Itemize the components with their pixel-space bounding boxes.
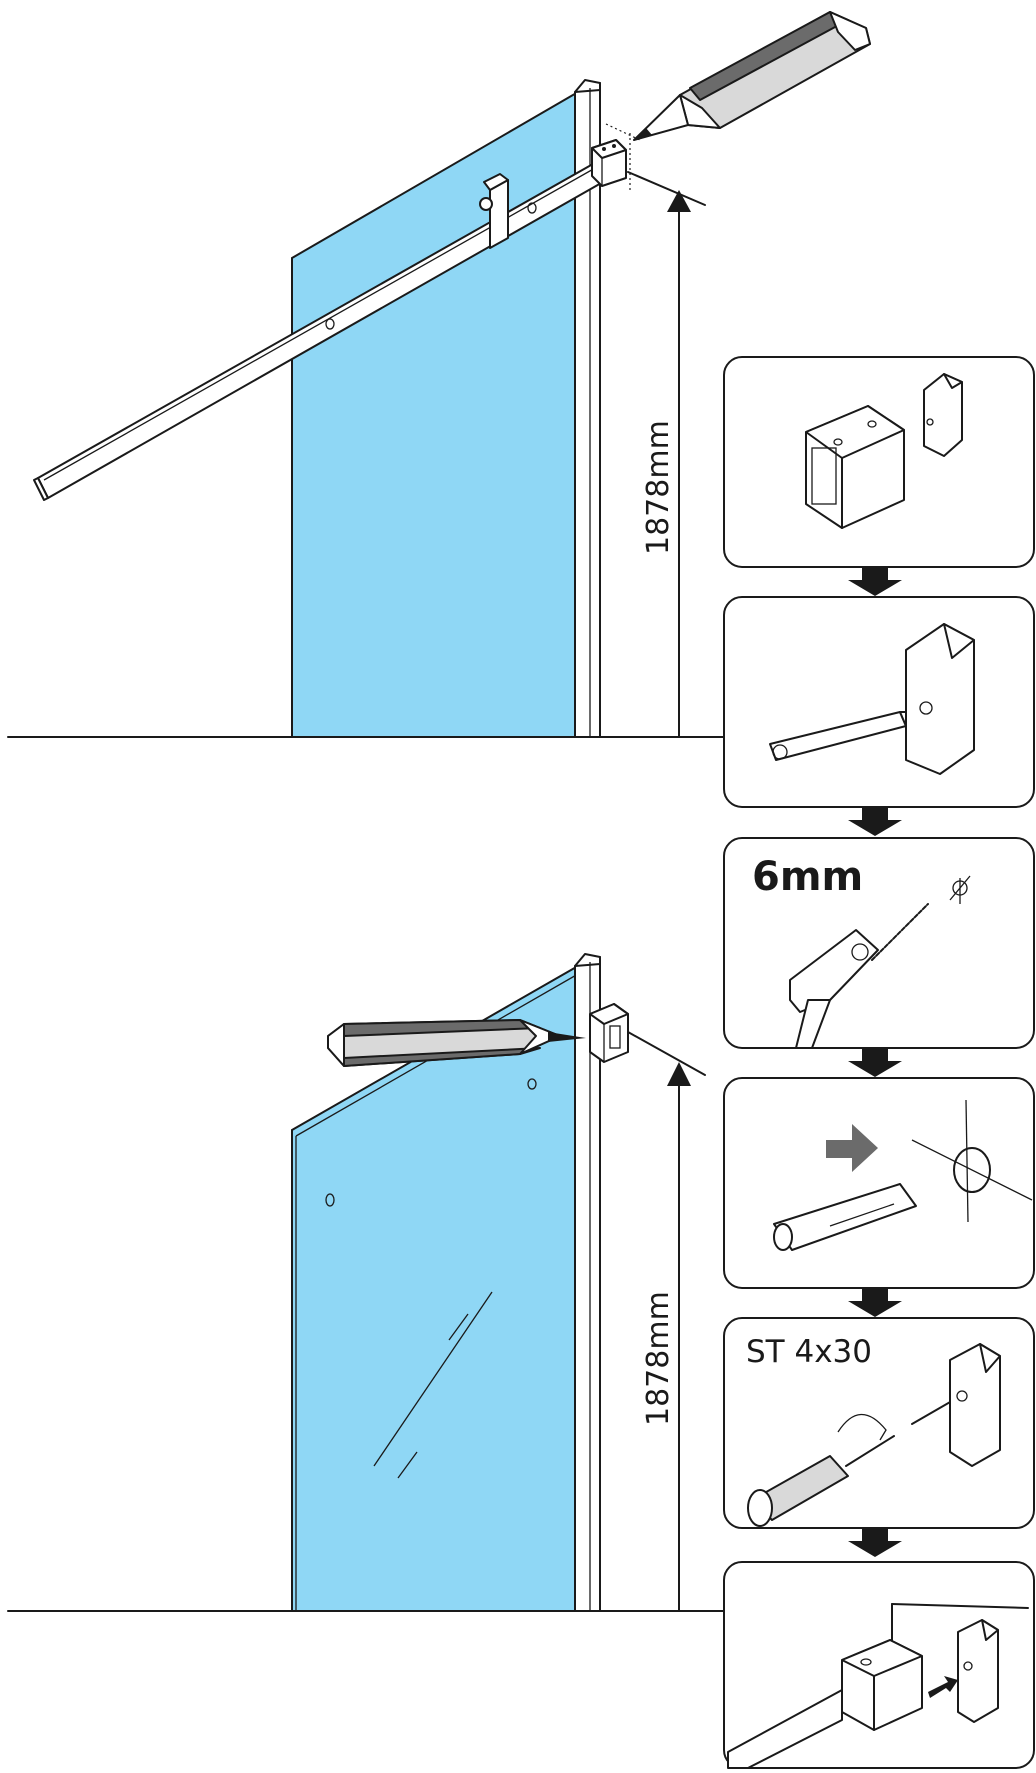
wall-clip-icon	[957, 1619, 999, 1723]
bottom-scene: 1878mm	[7, 953, 726, 1612]
step-4-plug	[723, 1077, 1035, 1317]
bar-hole	[527, 202, 537, 214]
glass-panel	[291, 86, 586, 738]
arrow-down-icon	[848, 808, 902, 836]
wall-clip-icon	[905, 623, 975, 775]
pencil-icon	[633, 11, 871, 141]
wall-profile	[574, 953, 601, 1612]
height-label-top: 1878mm	[641, 420, 676, 555]
arrow-down-icon	[848, 568, 902, 596]
insert-arrow-icon	[826, 1124, 878, 1172]
drill-hole-icon	[911, 1099, 1033, 1223]
wall-bracket	[591, 139, 627, 187]
drill-size-label: 6mm	[752, 854, 863, 900]
glass-clamp	[479, 173, 509, 249]
bracket-icon	[805, 405, 905, 529]
bar-end	[727, 1689, 843, 1769]
screw-size-label: ST 4x30	[746, 1334, 872, 1370]
wall-clip-icon	[923, 373, 963, 457]
mark-dotted-lines	[605, 123, 641, 190]
wall-plug-icon	[773, 1183, 917, 1251]
height-dimension-top: 1878mm	[627, 171, 706, 738]
height-label-bottom: 1878mm	[641, 1291, 676, 1426]
step-2-clip	[723, 596, 1035, 836]
height-dimension-bottom: 1878mm	[627, 1031, 706, 1612]
wall-bracket	[589, 1003, 629, 1063]
step-6-fix	[723, 1561, 1035, 1769]
drill-target-icon	[949, 875, 971, 904]
step-1-parts	[723, 356, 1035, 596]
arrow-down-icon	[848, 1049, 902, 1077]
step-3-drill: 6mm	[723, 837, 1035, 1077]
wall-clip-icon	[949, 1343, 1001, 1467]
glass-hole	[527, 1078, 537, 1090]
top-scene: 1878mm	[7, 11, 871, 738]
step-5-screw: ST 4x30	[723, 1317, 1035, 1557]
arrow-down-icon	[848, 1529, 902, 1557]
glass-glare	[373, 1291, 493, 1479]
drill-icon	[789, 903, 929, 1049]
pencil-icon	[327, 1019, 586, 1067]
wall-profile	[574, 79, 601, 738]
arrow-down-icon	[848, 1289, 902, 1317]
bar-hole	[325, 318, 335, 330]
push-arrow-icon	[928, 1676, 958, 1698]
glass-hole	[325, 1193, 335, 1207]
screwdriver-icon	[747, 1413, 895, 1527]
step-panels: 6mm	[723, 356, 1035, 1769]
